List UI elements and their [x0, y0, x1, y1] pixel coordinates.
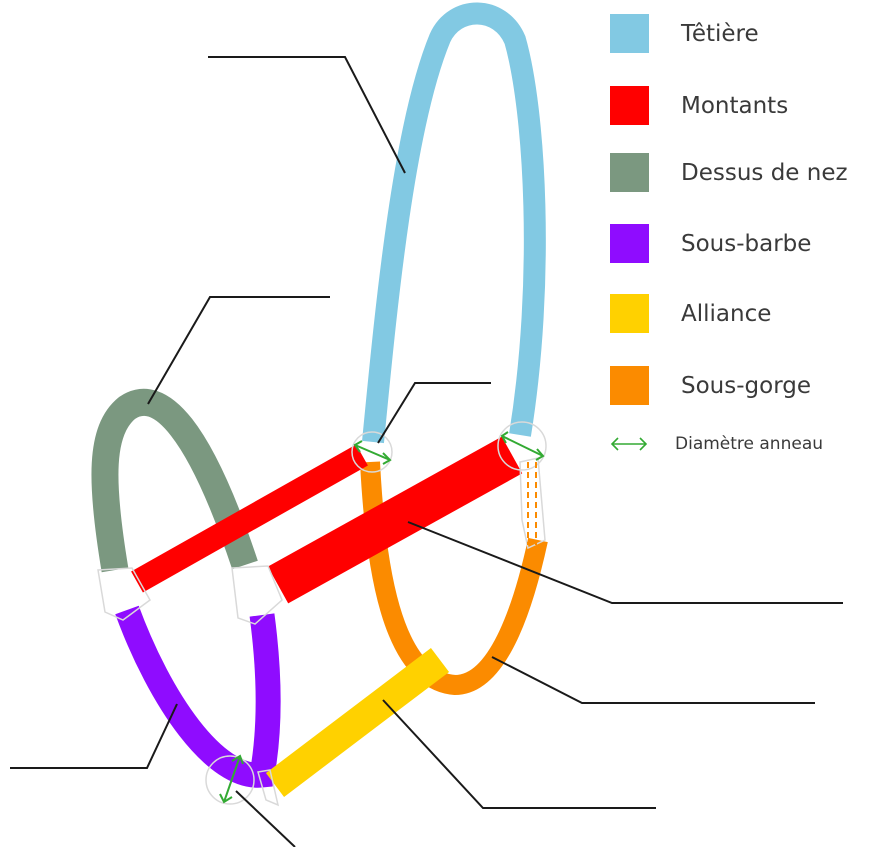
- leader-cheek: [407, 521, 843, 604]
- legend-label: Dessus de nez: [681, 159, 848, 186]
- legend-label: Sous-gorge: [681, 372, 812, 399]
- legend-swatch: [610, 153, 649, 192]
- legend-swatch: [610, 366, 649, 405]
- rings: [97, 421, 547, 807]
- double-arrow-icon: [610, 437, 648, 451]
- cheek-piece-right: [267, 436, 523, 604]
- leader-ring-bottom: [235, 790, 296, 847]
- leader-chin: [10, 703, 178, 769]
- buckle-left: [97, 567, 151, 621]
- legend-label: Diamètre anneau: [675, 434, 824, 454]
- ring-top-right: [497, 421, 547, 471]
- connecting-strap: [265, 648, 450, 797]
- legend-swatch: [610, 294, 649, 333]
- legend-item-sous-gorge: Sous-gorge: [610, 366, 811, 405]
- legend-label: Sous-barbe: [681, 230, 812, 257]
- legend-swatch: [610, 14, 649, 53]
- noseband: [91, 388, 258, 573]
- legend-item-sous-barbe: Sous-barbe: [610, 224, 811, 263]
- legend-label: Montants: [681, 92, 789, 119]
- cheek-piece-left: [131, 444, 368, 593]
- buckle-chin: [257, 769, 280, 807]
- ring-bottom: [205, 755, 255, 805]
- chin-strap: [115, 605, 281, 788]
- leader-connect: [382, 699, 656, 809]
- legend-item-montants: Montants: [610, 86, 788, 125]
- legend-swatch: [610, 224, 649, 263]
- legend-item-dessus-de-nez: Dessus de nez: [610, 153, 848, 192]
- leader-ring-top: [377, 382, 491, 444]
- leader-lines: [10, 56, 843, 847]
- leader-crown: [208, 56, 406, 174]
- ring-top-left: [351, 431, 393, 473]
- legend-item-alliance: Alliance: [610, 294, 771, 333]
- leader-noseband: [147, 296, 330, 405]
- legend-label: Têtière: [681, 20, 759, 47]
- legend-item-ring-diameter: Diamètre anneau: [610, 434, 823, 454]
- leader-throat: [491, 656, 815, 704]
- legend-swatch: [610, 86, 649, 125]
- buckle-right: [231, 565, 283, 625]
- legend-item-tetiere: Têtière: [610, 14, 759, 53]
- buckle-throat: [519, 457, 546, 550]
- ring-diameter-arrows: [219, 431, 545, 804]
- legend-label: Alliance: [681, 300, 772, 327]
- crown-piece: [362, 2, 546, 444]
